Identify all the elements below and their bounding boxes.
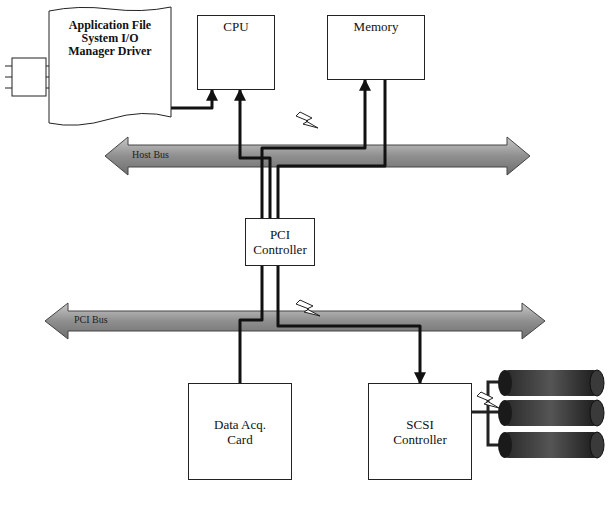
- node-label: Memory: [354, 19, 399, 34]
- node-label: SCSI Controller: [387, 417, 453, 447]
- memory-box: Memory: [327, 15, 425, 80]
- data-path: [171, 90, 212, 108]
- node-label: PCI Controller: [249, 227, 311, 257]
- node-label: Application File System I/O Manager Driv…: [62, 19, 158, 58]
- data-path: [240, 266, 262, 383]
- data-path: [278, 80, 385, 218]
- host-bus: [105, 137, 530, 175]
- bus-name: PCI Bus: [74, 314, 108, 325]
- controller-box: SCSI Controller: [368, 383, 472, 480]
- bus-name: Host Bus: [132, 149, 169, 160]
- document-page: Application File System I/O Manager Driv…: [48, 5, 172, 130]
- controller-box: PCI Controller: [245, 218, 315, 266]
- pci-bus: [45, 303, 545, 339]
- lightning-bolts: [296, 112, 499, 408]
- data-path: [240, 90, 270, 218]
- cpu-box: CPU: [197, 15, 275, 90]
- card-box: Data Acq. Card: [188, 383, 292, 480]
- disk-drives: [472, 370, 604, 458]
- data-path: [278, 266, 420, 383]
- node-label: Data Acq. Card: [209, 417, 271, 447]
- node-label: CPU: [223, 19, 248, 34]
- chip-icon: [5, 58, 52, 96]
